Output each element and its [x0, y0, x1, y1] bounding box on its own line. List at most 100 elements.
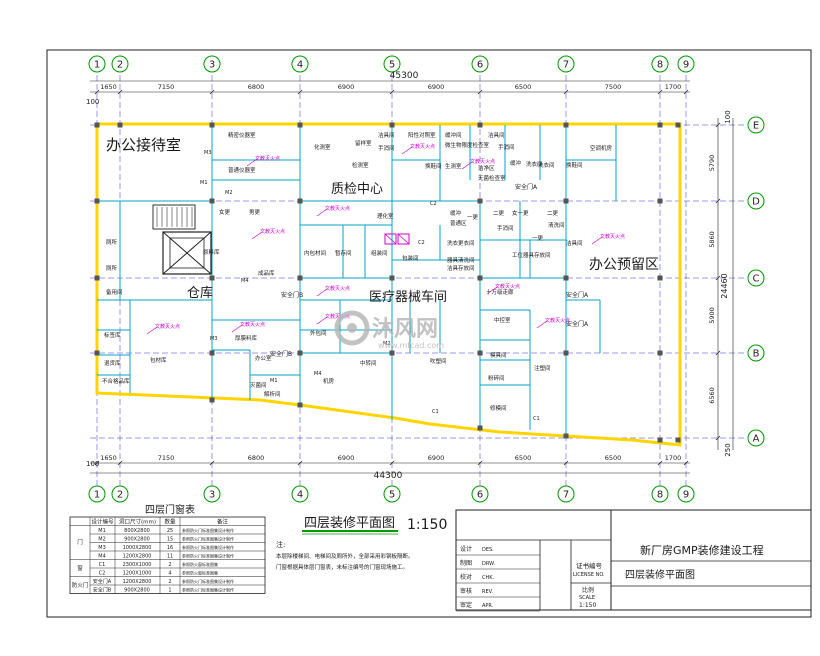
right-total-dim: 24460: [720, 273, 729, 298]
drawing-scale: 1:150: [407, 517, 447, 533]
door-table-code-3: M4: [98, 553, 106, 559]
room-label-38: 内包材间: [304, 249, 326, 257]
door-table-note-0: 参照防火门标准图集设计制作: [182, 527, 234, 533]
title-block-project: 新厂房GMP装修建设工程: [640, 543, 764, 557]
room-label-52: 女一更: [512, 209, 529, 217]
room-label-27: 厕所: [106, 238, 118, 246]
dim-bottom-4: 6900: [428, 454, 445, 462]
axis-top-3-label: 3: [209, 60, 215, 71]
room-label-3: 化测室: [314, 143, 331, 151]
dim-bottom-1: 7150: [158, 454, 175, 462]
column: [477, 350, 483, 356]
door-table-code-1: M2: [98, 536, 106, 542]
equipment-block: [397, 233, 410, 245]
dim-top-2: 6800: [248, 83, 265, 91]
bottom-left-small-dim: 100: [86, 460, 99, 468]
column: [209, 275, 215, 281]
fire-point-10: 文教灭火点: [325, 313, 350, 320]
door-table-qty-0: 25: [167, 528, 173, 534]
zone-device-workshop: 医疗器械车间: [369, 289, 447, 305]
axis-bottom-1-circle: [88, 485, 106, 503]
door-table-note-2: 参照防火门标准图集设计制作: [182, 544, 234, 550]
axis-right-D-circle: [747, 192, 765, 210]
axis-top-4-circle: [291, 55, 309, 73]
fire-point-11: 文教灭火点: [545, 317, 570, 324]
exit-label-3: 安全门A: [566, 291, 589, 299]
room-label-40: 组装间: [371, 249, 388, 257]
door-table-note-1: 参照防火门标准图集设计制作: [182, 535, 234, 541]
watermark-url: www.mfcad.com: [378, 341, 444, 350]
door-table-header-3: 数量: [164, 518, 176, 526]
notes-heading: 注:: [276, 540, 285, 549]
dim-tick: [297, 460, 303, 466]
column: [477, 122, 483, 128]
column: [389, 350, 395, 356]
bottom-total-dim: 44300: [374, 471, 403, 481]
room-label-51: 二更: [547, 210, 559, 217]
dim-bottom-0: 1650: [100, 454, 117, 462]
dim-tick: [209, 89, 215, 95]
axis-top-7-label: 7: [563, 60, 569, 71]
axis-bottom-1-label: 1: [94, 490, 100, 501]
title-block-scale-cn: 比例: [582, 586, 594, 594]
axis-bottom-2-circle: [111, 485, 129, 503]
equipment-cross: [397, 233, 410, 245]
room-label-13: 换鞋间: [425, 162, 442, 170]
exit-label-2: 安全门B: [281, 291, 303, 299]
zone-office-reserve: 办公预留区: [589, 257, 659, 273]
door-table-qty-7: 1: [168, 587, 171, 593]
dim-tick: [389, 460, 395, 466]
elevator: [162, 231, 212, 275]
axis-bottom-5-circle: [383, 485, 401, 503]
dim-tick: [563, 89, 569, 95]
column: [94, 275, 100, 281]
fire-point-8: 文教灭火点: [155, 323, 180, 330]
title-block-row-cn-0: 设计: [460, 545, 472, 553]
door-table-note-5: 参照防火窗标准图集: [182, 569, 218, 575]
fire-leader: [251, 231, 263, 240]
door-table-size-2: 1000X2800: [123, 545, 152, 551]
fire-point-6: 文教灭火点: [600, 233, 625, 240]
axis-right-A-circle: [747, 429, 765, 447]
dimensions: 1650165071507150680068006900690069006900…: [90, 80, 734, 474]
watermark-logo: [334, 310, 370, 346]
axis-top-7-circle: [557, 55, 575, 73]
room-label-53: 洁具间: [566, 239, 583, 247]
room-label-46: 工位器具存放间: [512, 251, 551, 259]
column: [297, 122, 303, 128]
elevator-inner: [169, 237, 205, 269]
room-label-43: 一更: [467, 214, 479, 221]
room-label-18: 洗衣间: [526, 160, 543, 168]
door-table-frame: [69, 516, 266, 594]
exterior-outline: [95, 122, 682, 447]
column: [657, 437, 663, 443]
door-table-note-4: 参照防火窗标准图集: [182, 561, 218, 567]
column: [297, 198, 303, 204]
dim-tick: [657, 460, 663, 466]
room-label-29: 退货库: [104, 359, 121, 367]
zone-warehouse: 仓库: [187, 285, 213, 301]
axis-bottom-8-label: 8: [657, 490, 663, 501]
room-label-45: 器具清洗间: [447, 256, 475, 264]
title-block-row-en-3: REV.: [482, 589, 493, 595]
axis-top-6-label: 6: [477, 60, 483, 71]
axis-top-8-label: 8: [657, 60, 663, 71]
fire-point-9: 文教灭火点: [240, 321, 265, 328]
room-label-26: 备用间: [106, 288, 123, 296]
column: [94, 198, 100, 204]
room-label-4: 留样室: [355, 139, 372, 147]
watermark-logo-inner: [347, 323, 357, 333]
column: [94, 122, 100, 128]
axis-top-3-circle: [203, 55, 221, 73]
door-tag-10: M4: [314, 371, 322, 377]
dim-top-3: 6900: [338, 83, 355, 91]
column: [209, 198, 215, 204]
title-block-frame: [455, 509, 812, 611]
room-label-39: 暂存间: [335, 249, 352, 257]
column: [209, 350, 215, 356]
door-tag-1: M1: [200, 180, 208, 186]
room-label-36: 解析间: [264, 390, 281, 398]
